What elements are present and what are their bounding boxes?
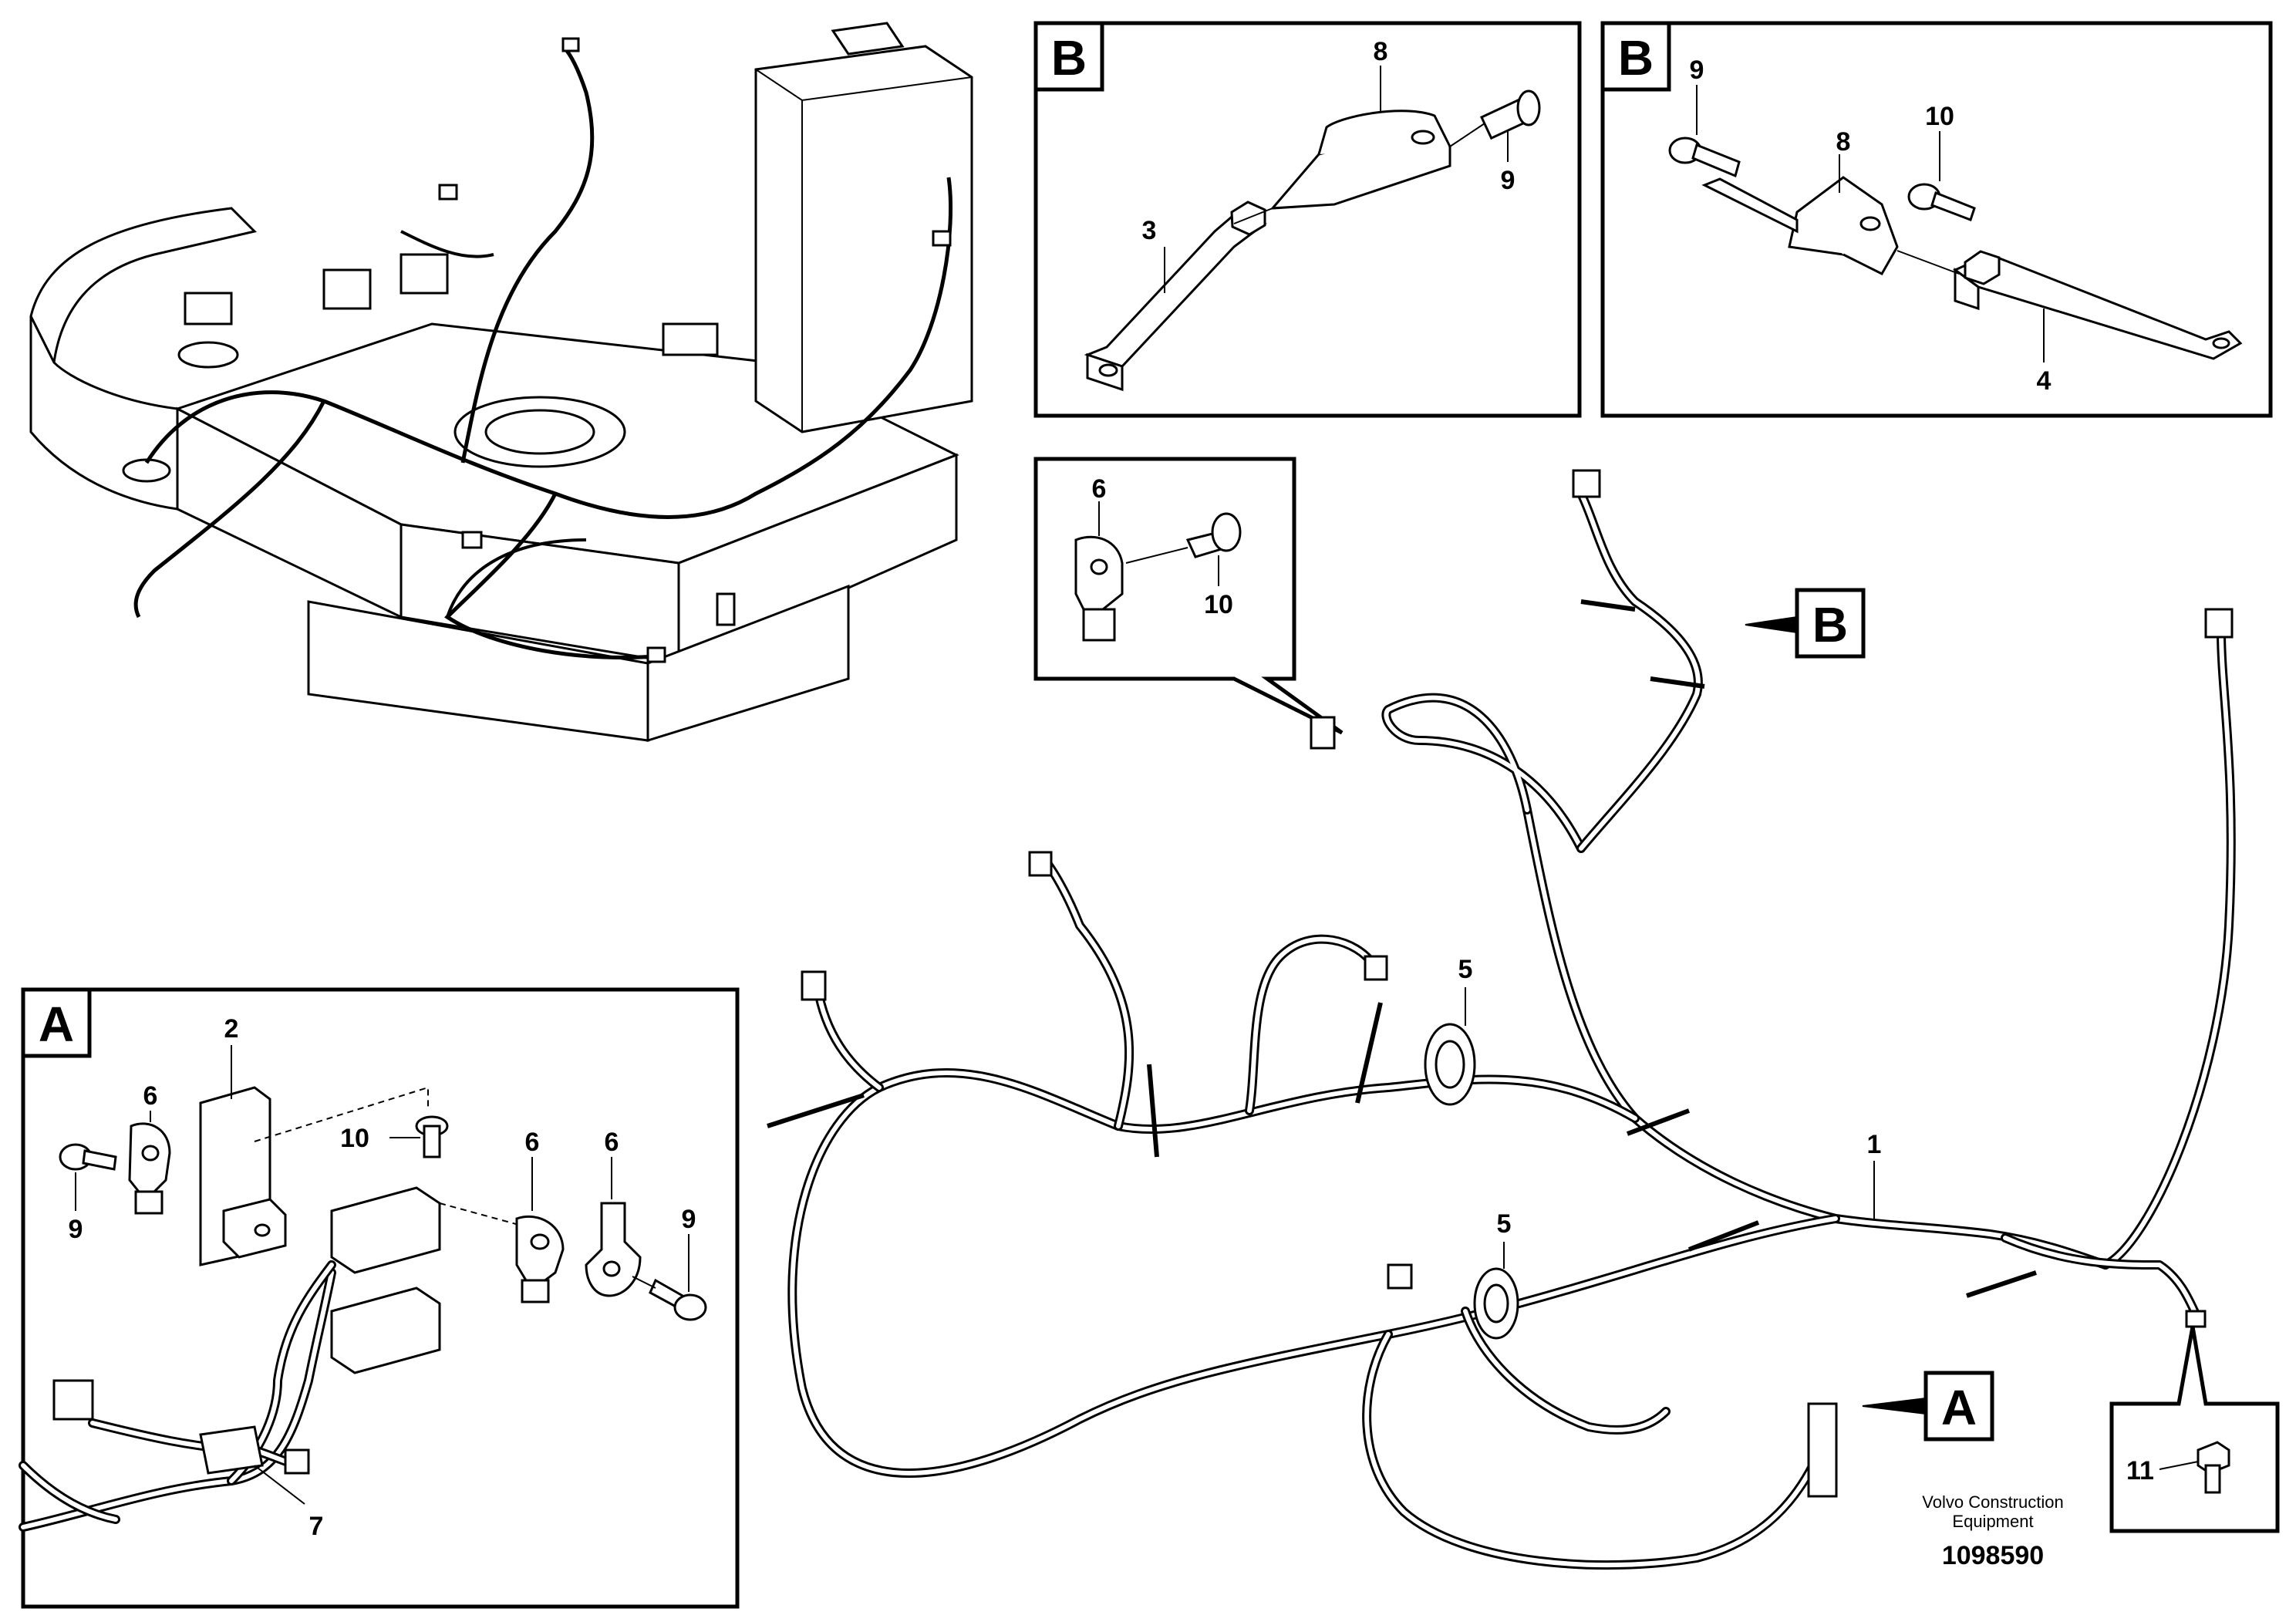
- connector-icon: [52, 1379, 94, 1421]
- detail-letter: B: [1051, 30, 1087, 86]
- detail-clip: 6 10: [1033, 457, 1344, 735]
- callout-7: 7: [309, 1512, 324, 1541]
- machine-frame-overview: [29, 22, 973, 743]
- callout-10: 10: [1204, 590, 1233, 619]
- cable-tie-icon: [1147, 1064, 1159, 1158]
- connector-icon: [330, 1286, 441, 1374]
- callout-2: 2: [224, 1014, 239, 1044]
- detail-letter: B: [1618, 30, 1654, 86]
- callout-11: 11: [2126, 1456, 2154, 1485]
- bracket-4: [1953, 253, 2243, 360]
- detail-b-clamp: B 9 8 10 4: [1600, 21, 2273, 418]
- callout-4: 4: [2037, 366, 2052, 396]
- credit-block: Volvo Construction Equipment 1098590: [1922, 1492, 2063, 1570]
- callout-8: 8: [1836, 127, 1851, 157]
- ref-marker-b: B: [1745, 588, 1866, 659]
- clamp-7: [199, 1425, 264, 1475]
- connector-icon: [330, 1186, 441, 1274]
- callout-6: 6: [143, 1081, 158, 1111]
- terminal-icon: [2185, 1310, 2207, 1328]
- detail-letter: A: [39, 996, 74, 1052]
- callout-6: 6: [525, 1128, 540, 1157]
- callout-8: 8: [1374, 37, 1388, 66]
- terminal-icon: [284, 1448, 310, 1475]
- document-number: 1098590: [1942, 1541, 2044, 1570]
- connector-icon: [2204, 608, 2234, 639]
- callout-5: 5: [1497, 1209, 1512, 1239]
- nut-icon: [1964, 250, 2001, 285]
- credit-line-1: Volvo Construction: [1922, 1492, 2063, 1512]
- callout-6: 6: [605, 1128, 619, 1157]
- ref-letter: B: [1812, 597, 1848, 653]
- callout-1: 1: [1867, 1130, 1882, 1159]
- credit-line-2: Equipment: [1952, 1512, 2033, 1531]
- connector-icon: [1387, 1263, 1413, 1290]
- cable-tie-icon: [1355, 1002, 1383, 1104]
- cable-tie-icon: [1626, 1108, 1691, 1136]
- cable-tie-icon: [1580, 599, 1636, 612]
- connector-icon: [1364, 955, 1388, 981]
- cable-tie-icon: [1650, 676, 1705, 689]
- callout-3: 3: [1142, 216, 1157, 245]
- connector-block-icon: [1807, 1402, 1838, 1498]
- callout-6: 6: [1092, 474, 1107, 504]
- connector-icon: [801, 970, 827, 1001]
- callout-9: 9: [1690, 56, 1704, 85]
- callout-10: 10: [340, 1124, 369, 1153]
- callout-9: 9: [69, 1215, 83, 1244]
- ref-letter: A: [1941, 1380, 1977, 1435]
- callout-5: 5: [1458, 955, 1473, 984]
- ref-marker-a: A: [1862, 1371, 1994, 1442]
- callout-10: 10: [1925, 102, 1954, 131]
- main-harness: 5 5 1: [767, 469, 2236, 1570]
- callout-9: 9: [1501, 166, 1515, 195]
- clip-6: [585, 1202, 642, 1297]
- cable-tie-icon: [1687, 1220, 1760, 1252]
- detail-a: A 2 9 6 10 6: [19, 987, 740, 1609]
- clip-6: [515, 1215, 565, 1286]
- cable-tie-icon: [767, 1093, 865, 1128]
- cable-tie-icon: [1966, 1270, 2037, 1298]
- connector-icon: [1028, 851, 1053, 877]
- detail-bolt-11: 11: [2109, 1326, 2280, 1533]
- callout-9: 9: [682, 1205, 696, 1234]
- detail-b-bracket: B 8 9 3: [1033, 21, 1582, 418]
- connector-icon: [1310, 716, 1336, 750]
- connector-icon: [1572, 469, 1601, 498]
- bracket-3: [1084, 207, 1267, 368]
